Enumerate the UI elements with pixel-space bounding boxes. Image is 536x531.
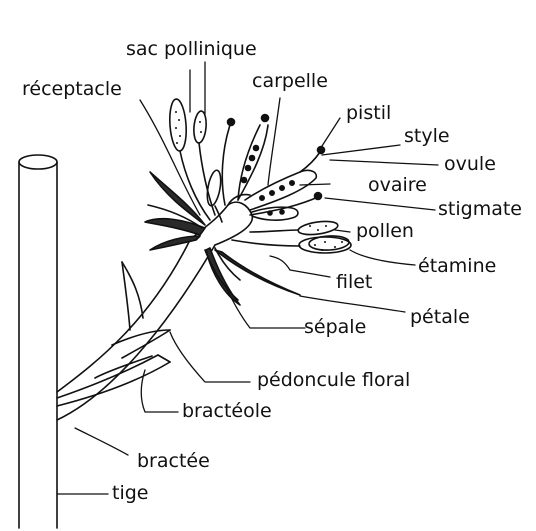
label-ovaire: ovaire [368, 176, 427, 195]
label-receptacle: réceptacle [22, 80, 122, 99]
label-pedoncule-floral: pédoncule floral [257, 371, 410, 390]
label-tige: tige [112, 484, 148, 503]
label-sac-pollinique: sac pollinique [126, 40, 257, 59]
label-bractee: bractée [137, 452, 210, 471]
label-petale: pétale [410, 308, 470, 327]
label-style: style [404, 127, 450, 146]
carpels [222, 115, 268, 206]
pistil-shape [245, 147, 325, 221]
label-filet: filet [336, 273, 372, 292]
label-ovule: ovule [444, 155, 496, 174]
label-etamine: étamine [418, 257, 496, 276]
label-carpelle: carpelle [252, 72, 328, 91]
stem [19, 155, 57, 528]
label-pollen: pollen [356, 222, 414, 241]
label-bracteole: bractéole [182, 402, 272, 421]
label-pistil: pistil [346, 104, 391, 123]
pedicel [57, 240, 215, 420]
label-stigmate: stigmate [438, 200, 522, 219]
label-sepale: sépale [304, 318, 366, 337]
leader-lines [57, 62, 438, 494]
